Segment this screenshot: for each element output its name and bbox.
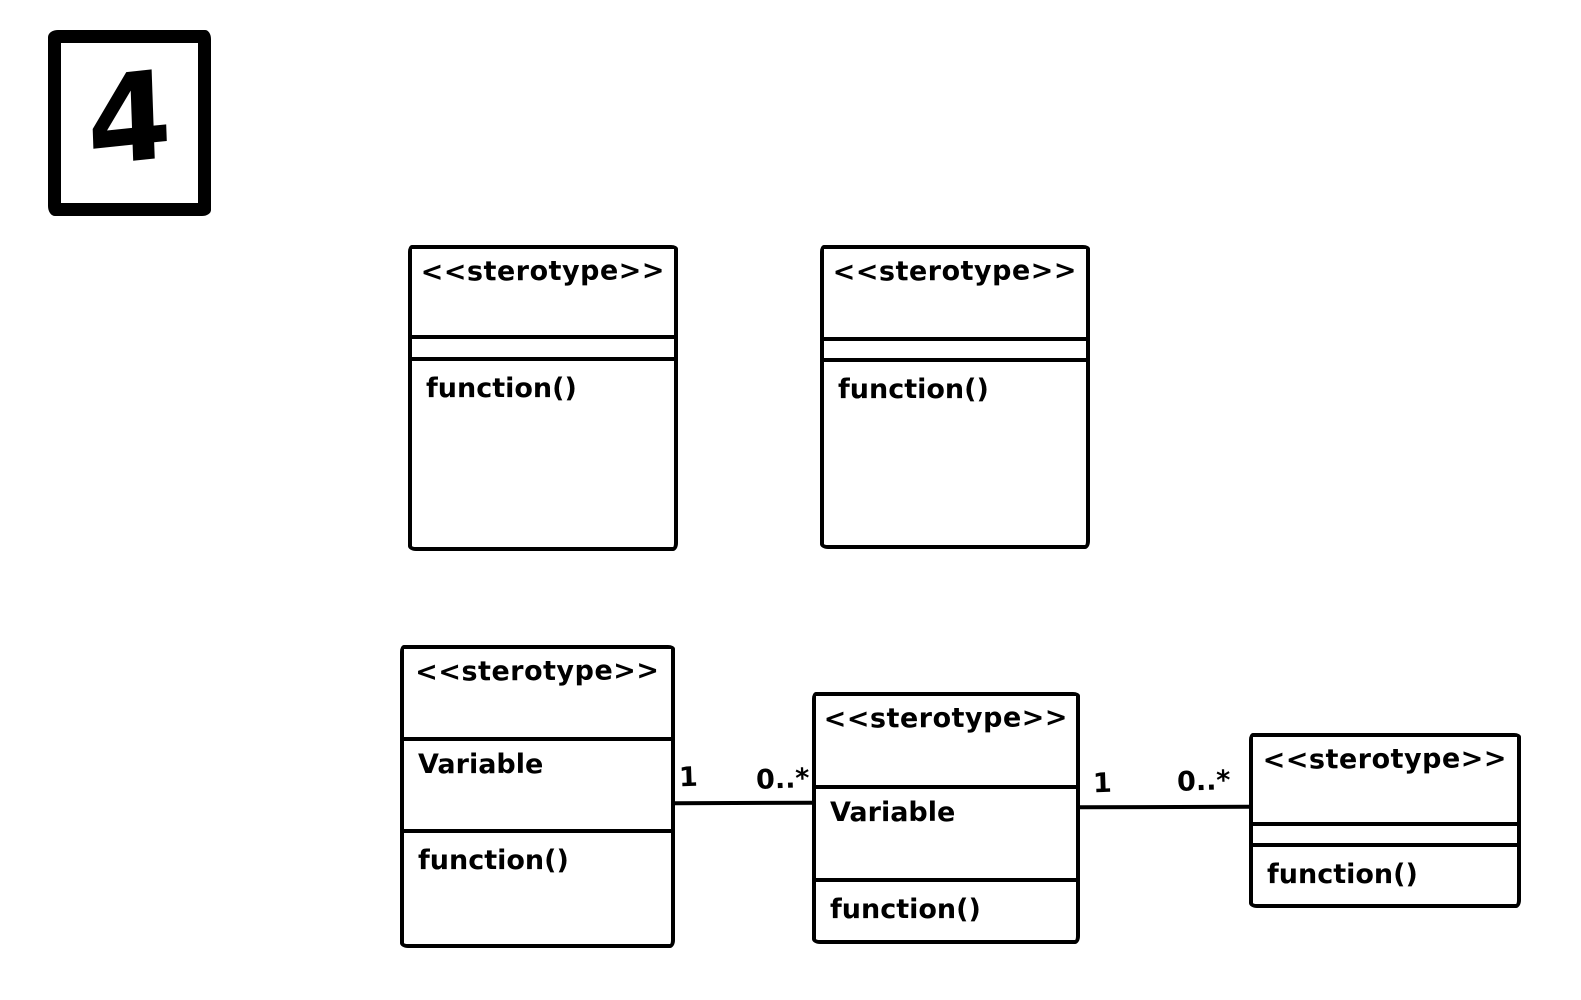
stereotype-label: <<sterotype>> — [1262, 743, 1508, 776]
stereotype-label: <<sterotype>> — [415, 655, 660, 688]
stereotype-label: <<sterotype>> — [420, 255, 666, 288]
multiplicity-label: 0..* — [755, 763, 810, 796]
uml-class-top-right: <<sterotype>> function() — [820, 245, 1090, 549]
attribute-label: Variable — [816, 785, 1076, 878]
attribute-label: Variable — [404, 737, 671, 829]
stereotype-label: <<sterotype>> — [823, 702, 1069, 735]
multiplicity-label: 1 — [1092, 767, 1113, 800]
association-line-left — [672, 800, 815, 806]
attributes-compartment-empty — [412, 335, 674, 357]
method-label: function() — [824, 358, 1086, 545]
method-label: function() — [1253, 843, 1517, 904]
multiplicity-label: 0..* — [1176, 765, 1231, 798]
multiplicity-label: 1 — [678, 761, 699, 794]
method-label: function() — [412, 357, 674, 547]
page-number: 4 — [84, 43, 175, 195]
uml-class-bottom-middle: <<sterotype>> Variable function() — [812, 692, 1080, 944]
uml-class-top-left: <<sterotype>> function() — [408, 245, 678, 551]
method-label: function() — [816, 878, 1076, 940]
attributes-compartment-empty — [1253, 822, 1517, 843]
uml-class-bottom-left: <<sterotype>> Variable function() — [400, 645, 675, 948]
page-number-box: 4 — [48, 30, 211, 216]
association-line-right — [1077, 804, 1252, 810]
stereotype-label: <<sterotype>> — [832, 255, 1078, 288]
attributes-compartment-empty — [824, 337, 1086, 358]
method-label: function() — [404, 829, 671, 944]
uml-class-bottom-right: <<sterotype>> function() — [1249, 733, 1521, 908]
